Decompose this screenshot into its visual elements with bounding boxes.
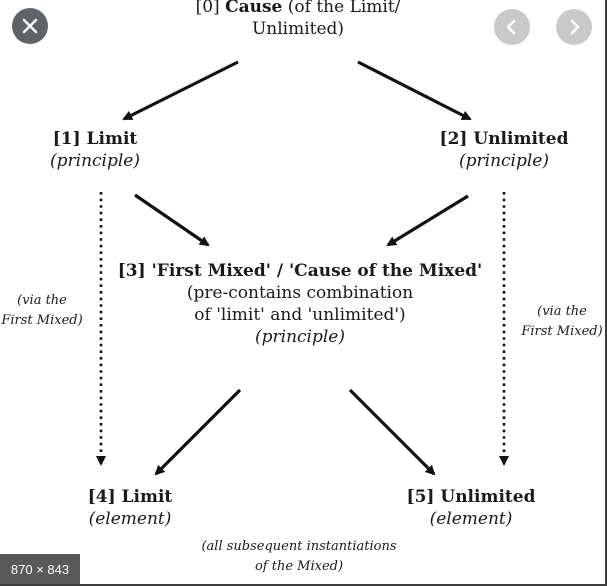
chevron-right-icon [570, 19, 580, 35]
node-limit-element: [4] Limit (element) [87, 487, 173, 530]
node-first-mixed: [3] 'First Mixed' / 'Cause of the Mixed'… [117, 261, 483, 348]
next-image-button[interactable] [556, 9, 592, 45]
close-button[interactable] [12, 8, 48, 44]
arrow-mixed-to-limit-element [154, 388, 242, 476]
node-unlimited: [2] Unlimited (principle) [439, 129, 569, 172]
arrow-cause-to-limit [122, 60, 239, 121]
via-label-right: (via the First Mixed) [521, 304, 603, 340]
arrow-limit-to-mixed [134, 193, 210, 247]
previous-image-button[interactable] [494, 9, 530, 45]
footnote-instantiations: (all subsequent instantiations of the Mi… [201, 539, 397, 575]
frame-border-right [605, 0, 607, 586]
arrow-cause-to-unlimited [357, 60, 472, 121]
via-label-left: (via the First Mixed) [1, 293, 83, 329]
node-cause: [0] Cause (of the Limit/ Unlimited) [195, 0, 401, 40]
image-size-badge: 870 × 843 [0, 554, 80, 584]
arrow-unlimited-to-mixed [386, 194, 469, 247]
node-unlimited-element: [5] Unlimited (element) [406, 487, 536, 530]
close-icon [22, 18, 38, 34]
frame-border-bottom [0, 584, 607, 586]
node-limit: [1] Limit (principle) [50, 129, 140, 172]
chevron-left-icon [506, 19, 516, 35]
arrow-mixed-to-unlimited-element [348, 388, 436, 476]
